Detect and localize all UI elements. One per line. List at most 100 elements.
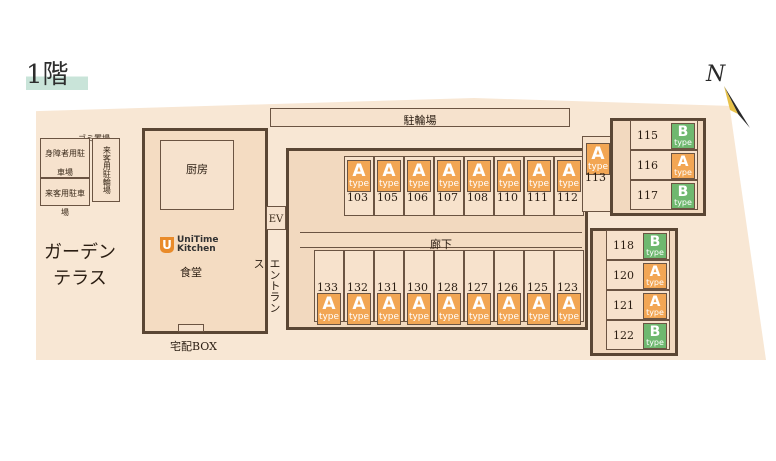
- room-110: A type 110: [494, 156, 524, 216]
- corridor-label: 廊下: [430, 238, 452, 251]
- room-107-number: 107: [437, 191, 458, 204]
- room-131-number: 131: [377, 281, 398, 294]
- entrance-label: エントランス: [252, 258, 281, 313]
- room-123-type: A type: [557, 293, 581, 325]
- room-128: 128 A type: [434, 250, 464, 325]
- compass-north-letter: N: [706, 62, 726, 87]
- room-126-number: 126: [497, 281, 518, 294]
- room-123-number: 123: [557, 281, 578, 294]
- dining-label: 食堂: [180, 266, 202, 279]
- room-132-type: A type: [347, 293, 371, 325]
- room-126: 126 A type: [494, 250, 524, 325]
- visitor-car-label: 来客用駐車場: [45, 189, 85, 217]
- entrance: エントランス: [246, 258, 286, 318]
- bicycle-parking-label: 駐輪場: [403, 114, 437, 127]
- room-106-type: A type: [407, 160, 431, 192]
- room-117: 117 B type: [630, 180, 698, 210]
- room-103-type: A type: [347, 160, 371, 192]
- room-122-type: B type: [643, 323, 667, 349]
- room-127: 127 A type: [464, 250, 494, 325]
- unitime-kitchen-logo: U UniTime Kitchen: [160, 235, 219, 255]
- bicycle-parking: 駐輪場: [270, 108, 570, 127]
- room-113: A type 113: [582, 136, 612, 212]
- room-128-number: 128: [437, 281, 458, 294]
- room-116-type: A type: [671, 153, 695, 179]
- room-133-number: 133: [317, 281, 338, 294]
- room-103: A type 103: [344, 156, 374, 216]
- room-111-type: A type: [527, 160, 551, 192]
- delivery-box-area: [178, 324, 204, 332]
- room-110-number: 110: [497, 191, 518, 204]
- room-118: 118 B type: [606, 230, 670, 260]
- room-128-type: A type: [437, 293, 461, 325]
- garden-terrace-line2: テラス: [53, 268, 107, 289]
- room-117-number: 117: [637, 189, 658, 202]
- room-118-number: 118: [613, 239, 634, 252]
- room-110-type: A type: [497, 160, 521, 192]
- room-120-type: A type: [643, 263, 667, 289]
- room-130: 130 A type: [404, 250, 434, 325]
- room-120-number: 120: [613, 269, 634, 282]
- room-121-type: A type: [643, 293, 667, 319]
- room-126-type: A type: [497, 293, 521, 325]
- room-115-number: 115: [637, 129, 658, 142]
- room-116-number: 116: [637, 159, 658, 172]
- room-130-type: A type: [407, 293, 431, 325]
- compass: N: [706, 62, 756, 132]
- room-111: A type 111: [524, 156, 554, 216]
- room-127-number: 127: [467, 281, 488, 294]
- room-106: A type 106: [404, 156, 434, 216]
- logo-mark: U: [160, 237, 174, 254]
- logo-line2: Kitchen: [177, 244, 216, 255]
- disabled-parking: 身障者用駐車場: [40, 138, 90, 178]
- visitor-car-parking: 来客用駐車場: [40, 178, 90, 217]
- room-123: 123 A type: [554, 250, 584, 325]
- floor-title: 1階: [26, 60, 88, 90]
- room-112-number: 112: [557, 191, 578, 204]
- room-113-number: 113: [585, 171, 606, 184]
- room-132: 132 A type: [344, 250, 374, 325]
- elevator: EV: [266, 206, 286, 230]
- room-130-number: 130: [407, 281, 428, 294]
- room-107-type: A type: [437, 160, 461, 192]
- room-122-number: 122: [613, 329, 634, 342]
- room-112: A type 112: [554, 156, 584, 216]
- visitor-bicycle-label: 来客用駐輪場: [102, 146, 112, 194]
- room-112-type: A type: [557, 160, 581, 192]
- compass-arrow-icon: [724, 86, 750, 128]
- room-113-type: A type: [586, 143, 610, 175]
- room-122: 122 B type: [606, 320, 670, 350]
- room-117-type: B type: [671, 183, 695, 209]
- room-131: 131 A type: [374, 250, 404, 325]
- garden-terrace-line1: ガーデン: [44, 242, 116, 263]
- room-125-type: A type: [527, 293, 551, 325]
- room-132-number: 132: [347, 281, 368, 294]
- room-127-type: A type: [467, 293, 491, 325]
- room-111-number: 111: [527, 191, 548, 204]
- room-108: A type 108: [464, 156, 494, 216]
- room-108-type: A type: [467, 160, 491, 192]
- kitchen-room: 厨房: [160, 140, 234, 210]
- disabled-parking-label: 身障者用駐車場: [45, 149, 85, 177]
- delivery-box-label: 宅配BOX: [170, 340, 217, 353]
- room-108-number: 108: [467, 191, 488, 204]
- room-105-number: 105: [377, 191, 398, 204]
- room-107: A type 107: [434, 156, 464, 216]
- room-125-number: 125: [527, 281, 548, 294]
- room-133-type: A type: [317, 293, 341, 325]
- room-121: 121 A type: [606, 290, 670, 320]
- room-106-number: 106: [407, 191, 428, 204]
- room-105: A type 105: [374, 156, 404, 216]
- garden-terrace: ガーデン テラス: [40, 238, 120, 290]
- room-125: 125 A type: [524, 250, 554, 325]
- kitchen-label: 厨房: [186, 163, 208, 176]
- room-103-number: 103: [347, 191, 368, 204]
- room-131-type: A type: [377, 293, 401, 325]
- room-105-type: A type: [377, 160, 401, 192]
- visitor-bicycle-parking: 来客用駐輪場: [92, 138, 120, 202]
- room-133: 133 A type: [314, 250, 344, 325]
- logo-line1: UniTime: [177, 235, 219, 245]
- room-118-type: B type: [643, 233, 667, 259]
- room-115-type: B type: [671, 123, 695, 149]
